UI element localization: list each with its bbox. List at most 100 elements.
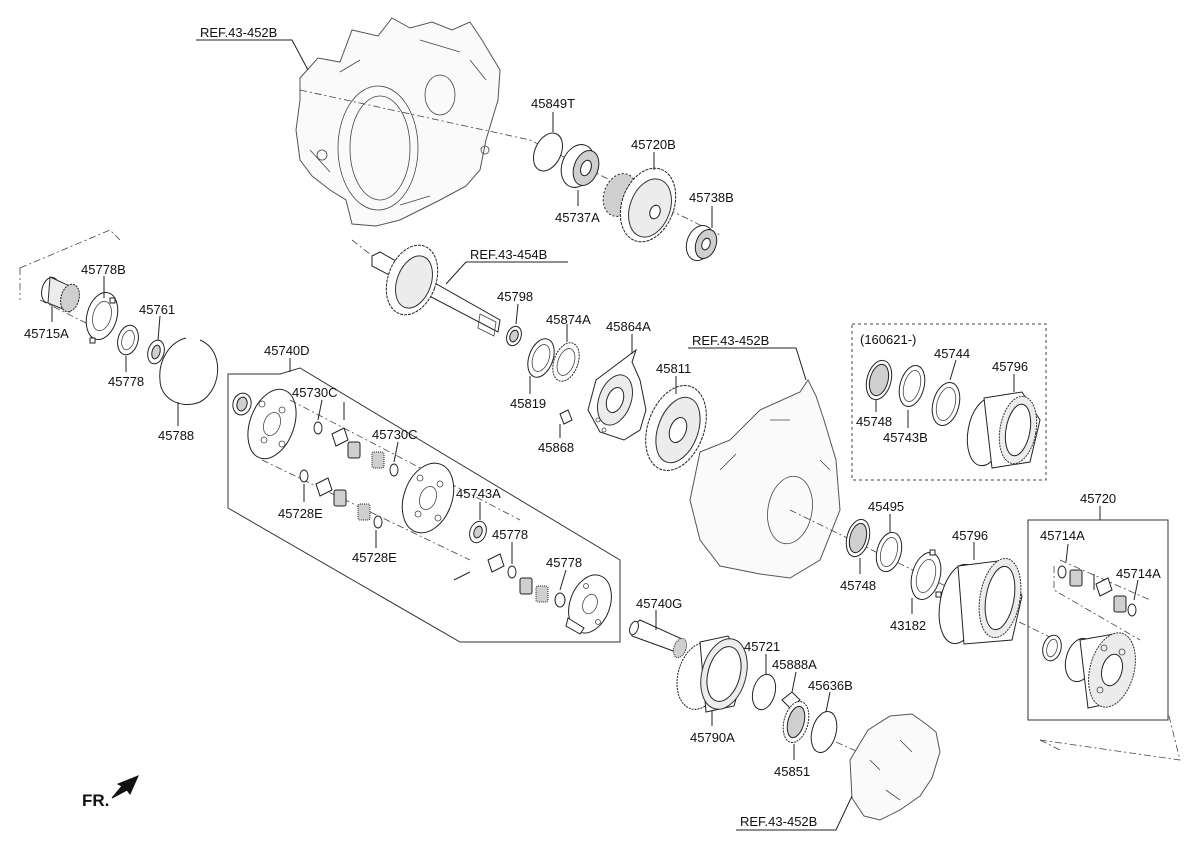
label-45740G: 45740G <box>636 596 682 611</box>
bearing-45737A <box>560 144 600 188</box>
ref-top-label: REF.43-452B <box>200 25 277 40</box>
label-45788: 45788 <box>158 428 194 443</box>
ref-bottom-leader <box>736 795 853 831</box>
pinion-gear-b <box>1113 595 1127 613</box>
label-45868: 45868 <box>538 440 574 455</box>
bolt-45868 <box>559 409 573 425</box>
drum-45796-a <box>966 391 1041 469</box>
ring-45721 <box>751 673 777 711</box>
washer-45778-left <box>117 324 139 356</box>
label-45738B: 45738B <box>689 190 734 205</box>
ref-top-leader <box>196 39 309 71</box>
label-45778-c: 45778 <box>546 555 582 570</box>
label-45851: 45851 <box>774 764 810 779</box>
output-shaft <box>351 239 501 337</box>
drum-45796-b <box>938 557 1023 645</box>
label-45720: 45720 <box>1080 491 1116 506</box>
carrier-plate-mid <box>401 462 455 534</box>
needle-bearing-c <box>519 577 533 595</box>
washer-45730C-b <box>389 463 399 477</box>
front-direction-arrow-icon <box>111 775 139 799</box>
label-45743B: 45743B <box>883 430 928 445</box>
direction-label: FR. <box>82 791 109 810</box>
sun-gear-45715A <box>41 276 80 313</box>
label-45888A: 45888A <box>772 657 817 672</box>
differential-box <box>1027 519 1169 721</box>
label-45714A-a: 45714A <box>1040 528 1085 543</box>
ring-45743B <box>898 364 926 408</box>
carrier-plate-rear <box>565 574 612 635</box>
transmission-case-top <box>295 17 501 227</box>
ring-45819 <box>527 338 555 378</box>
label-45730C-b: 45730C <box>372 427 418 442</box>
snap-ring-45788 <box>159 337 219 405</box>
label-45778B: 45778B <box>81 262 126 277</box>
label-45720B: 45720B <box>631 137 676 152</box>
washer-45728E-a <box>299 469 309 483</box>
clip-45888A <box>781 691 801 709</box>
label-45778-left: 45778 <box>108 374 144 389</box>
label-45798: 45798 <box>497 289 533 304</box>
ring-45874A <box>552 342 580 382</box>
label-45721: 45721 <box>744 639 780 654</box>
pinion-gear-a <box>1069 569 1083 587</box>
label-45715A: 45715A <box>24 326 69 341</box>
pinion-shaft-c <box>487 553 505 573</box>
plate-43182 <box>910 549 942 600</box>
label-45636B: 45636B <box>808 678 853 693</box>
ref-bottom-label: REF.43-452B <box>740 814 817 829</box>
label-45748-a: 45748 <box>856 414 892 429</box>
label-45796-a: 45796 <box>992 359 1028 374</box>
revision-note-box <box>851 323 1047 481</box>
label-45714A-b: 45714A <box>1116 566 1161 581</box>
label-45728E-b: 45728E <box>352 550 397 565</box>
transmission-case-right <box>689 379 841 579</box>
carrier-plate-front <box>247 388 297 460</box>
pinion-shaft-d <box>1095 577 1113 597</box>
ref-right-label: REF.43-452B <box>692 333 769 348</box>
cover-45864A <box>587 348 647 441</box>
label-45744: 45744 <box>934 346 970 361</box>
label-45790A: 45790A <box>690 730 735 745</box>
gear-45720B <box>602 167 677 243</box>
shaft-45740G <box>629 619 688 659</box>
pinion-shaft-a <box>331 427 349 447</box>
note-revision: (160621-) <box>860 332 916 347</box>
pinion-shaft-b <box>315 477 333 497</box>
needle-bearing-a <box>347 441 385 469</box>
label-45778-b: 45778 <box>492 527 528 542</box>
label-45811: 45811 <box>656 361 691 376</box>
label-45796-b: 45796 <box>952 528 988 543</box>
ring-45744 <box>931 381 961 427</box>
label-45740D: 45740D <box>264 343 310 358</box>
washer-45778-b <box>507 565 517 579</box>
needle-bearing-b <box>333 489 347 507</box>
plate-45778B <box>85 291 119 344</box>
ring-45495 <box>875 531 903 573</box>
ref-shaft-leader <box>445 261 568 285</box>
label-45743A: 45743A <box>456 486 501 501</box>
planetary-carrier-box <box>227 367 621 643</box>
label-45748-b: 45748 <box>840 578 876 593</box>
washer-diff <box>1042 634 1062 662</box>
label-45874A: 45874A <box>546 312 591 327</box>
bearing-45738B <box>685 225 718 261</box>
washer-45714A-b <box>1127 603 1137 617</box>
snap-ring-45849T <box>532 132 564 172</box>
label-45495: 45495 <box>868 499 904 514</box>
ring-gear-45790A <box>676 635 748 713</box>
ring-45636B <box>810 710 838 754</box>
label-45761: 45761 <box>139 302 175 317</box>
ref-right-leader <box>688 347 807 381</box>
label-45730C-a: 45730C <box>292 385 338 400</box>
washer-45728E-b <box>373 515 383 529</box>
label-43182: 43182 <box>890 618 926 633</box>
label-45728E-a: 45728E <box>278 506 323 521</box>
label-45864A: 45864A <box>606 319 651 334</box>
washer-45730C-a <box>313 421 323 435</box>
gear-45811 <box>645 385 707 471</box>
differential-case <box>1064 632 1136 709</box>
washer-45778-c <box>554 592 566 608</box>
